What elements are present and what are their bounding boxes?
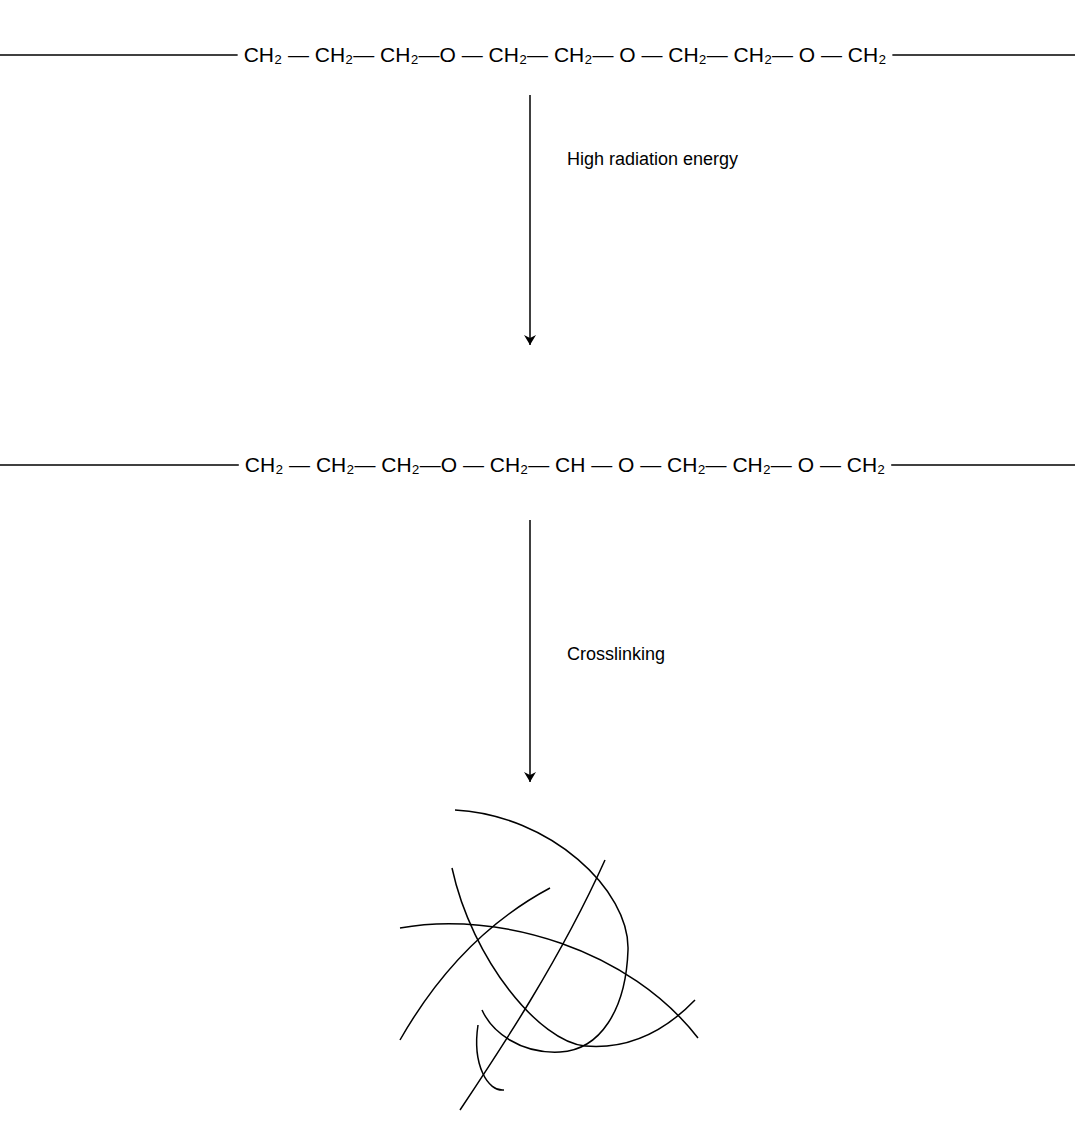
- reaction-arrow: [529, 95, 531, 345]
- chain-continuation: [891, 464, 1075, 466]
- polymer-chain: CH₂ — CH₂— CH₂—O — CH₂— CH₂— O — CH₂— CH…: [244, 42, 887, 67]
- chain-continuation: [892, 54, 1075, 56]
- crosslinked-network: [400, 810, 698, 1110]
- polymer-chain: CH₂ — CH₂— CH₂—O — CH₂— CH — O — CH₂— CH…: [245, 452, 885, 477]
- chain-continuation: [0, 54, 238, 56]
- step-label: Crosslinking: [567, 644, 665, 666]
- step-label: High radiation energy: [567, 149, 738, 171]
- reaction-arrow: [529, 520, 531, 782]
- chain-continuation: [0, 464, 239, 466]
